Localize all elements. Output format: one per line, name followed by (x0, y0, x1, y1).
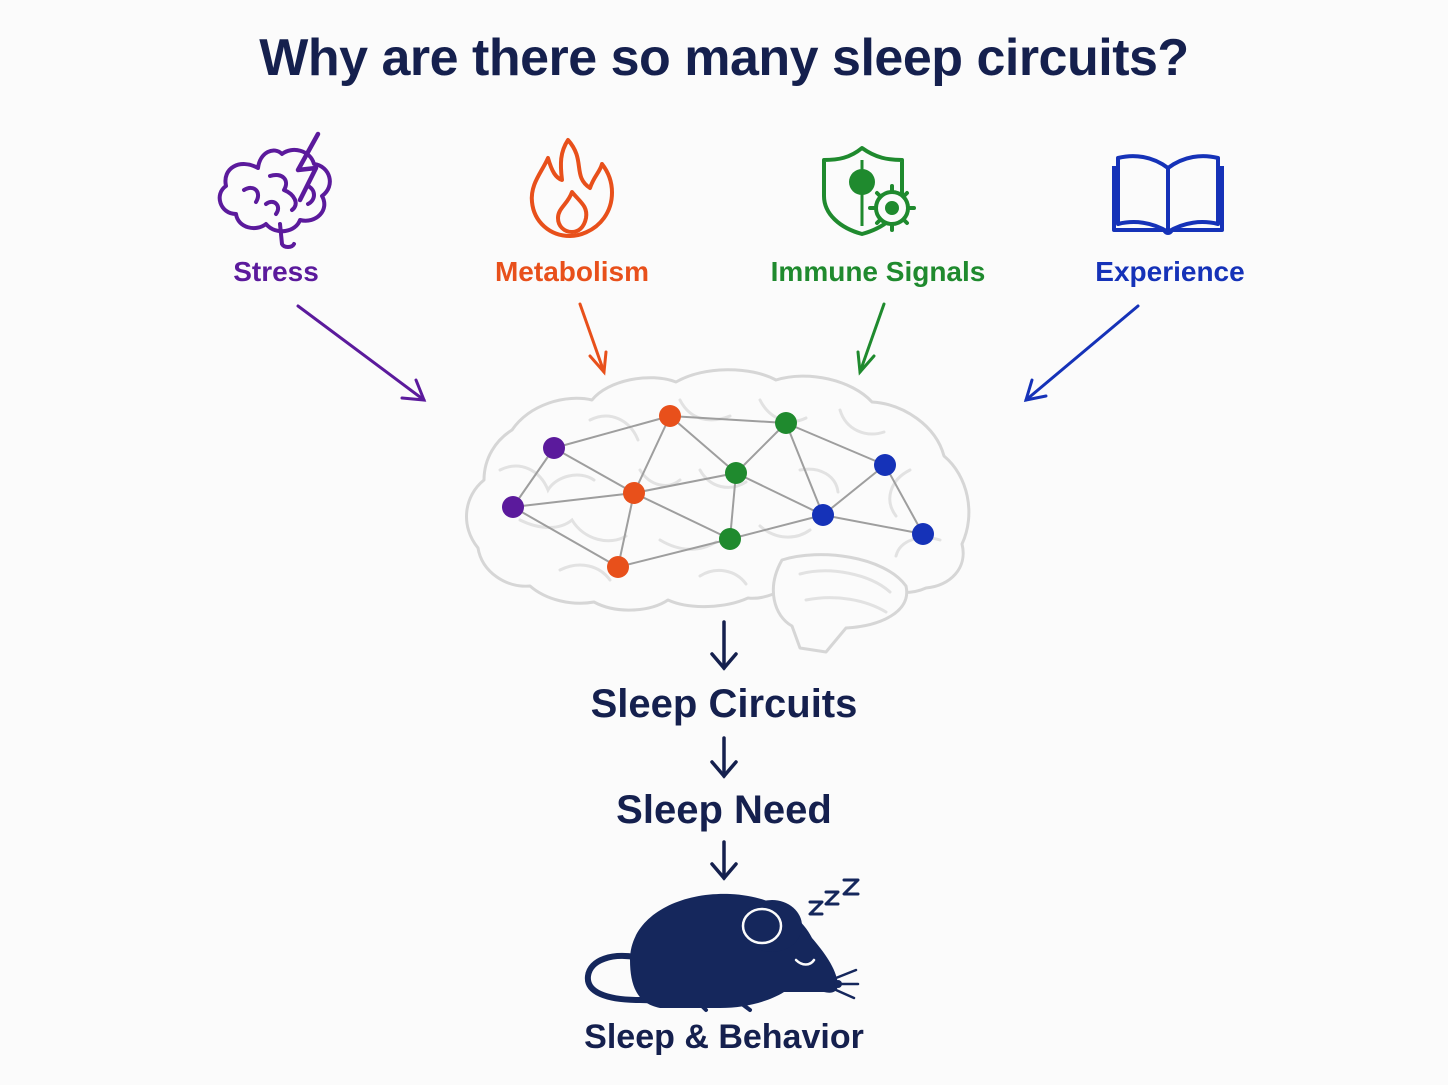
sleeping-mouse-icon (584, 893, 860, 1012)
sleep-need-label: Sleep Need (616, 788, 832, 832)
network-node-experience (874, 454, 896, 476)
network-node-stress (502, 496, 524, 518)
network-node-experience (812, 504, 834, 526)
experience-arrow (1023, 304, 1140, 402)
immune-arrow (856, 302, 886, 376)
metabolism-arrow (578, 302, 608, 376)
factor-label-experience: Experience (1010, 256, 1330, 288)
factor-label-metabolism: Metabolism (412, 256, 732, 288)
open-book-icon (1112, 154, 1224, 235)
flame-icon (529, 138, 614, 238)
factor-label-immune: Immune Signals (718, 256, 1038, 288)
stress-arrow (296, 304, 427, 402)
sleep-behavior-label: Sleep & Behavior (584, 1018, 864, 1056)
flow-arrow-to-circuits (710, 620, 738, 671)
network-node-stress (543, 437, 565, 459)
network-node-metabolism (659, 405, 681, 427)
network-node-immune (775, 412, 797, 434)
network-node-metabolism (623, 482, 645, 504)
immune-signals-label: Immune Signals (770, 256, 986, 287)
flow-arrow-to-behavior (710, 840, 738, 881)
experience-label: Experience (1095, 256, 1245, 287)
network-node-experience (912, 523, 934, 545)
network-node-immune (725, 462, 747, 484)
metabolism-label: Metabolism (494, 256, 650, 287)
factor-label-stress: Stress (116, 256, 436, 288)
zzz-icon (808, 878, 860, 916)
brain-lightning-icon (217, 131, 332, 249)
stress-label: Stress (233, 256, 319, 287)
flow-arrow-to-need (710, 736, 738, 779)
network-node-metabolism (607, 556, 629, 578)
network-node-immune (719, 528, 741, 550)
shield-virus-icon (822, 146, 916, 236)
sleep-circuits-label: Sleep Circuits (590, 682, 858, 726)
page-title: Why are there so many sleep circuits? (259, 29, 1189, 87)
brain-network-icon (465, 368, 971, 654)
